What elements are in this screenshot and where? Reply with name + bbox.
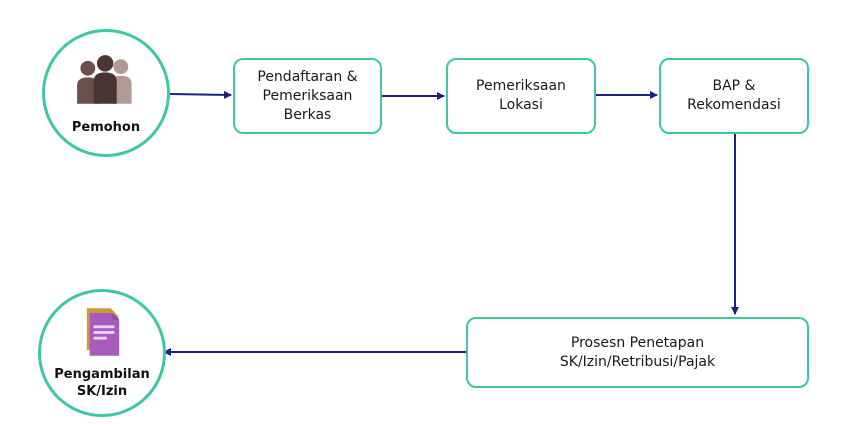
pendaftaran-box: Pendaftaran & Pemeriksaan Berkas — [233, 58, 382, 134]
pemeriksaan-lokasi-label: Pemeriksaan Lokasi — [476, 78, 566, 113]
bap-label: BAP & Rekomendasi — [687, 78, 781, 113]
pemeriksaan-lokasi-box: Pemeriksaan Lokasi — [446, 58, 596, 134]
pengambilan-node: Pengambilan SK/Izin — [38, 289, 166, 417]
pendaftaran-label: Pendaftaran & Pemeriksaan Berkas — [257, 68, 358, 123]
arrow-pemohon-to-pendaftaran — [169, 90, 232, 99]
bap-box: BAP & Rekomendasi — [659, 58, 809, 134]
penetapan-box: Prosesn Penetapan SK/Izin/Retribusi/Paja… — [466, 317, 809, 388]
pemohon-label: Pemohon — [71, 120, 141, 135]
penetapan-label: Prosesn Penetapan SK/Izin/Retribusi/Paja… — [559, 334, 716, 370]
pemohon-node: Pemohon — [42, 29, 170, 157]
people-icon — [77, 55, 132, 104]
document-icon — [86, 308, 120, 356]
pengambilan-label: Pengambilan SK/Izin — [54, 367, 150, 399]
